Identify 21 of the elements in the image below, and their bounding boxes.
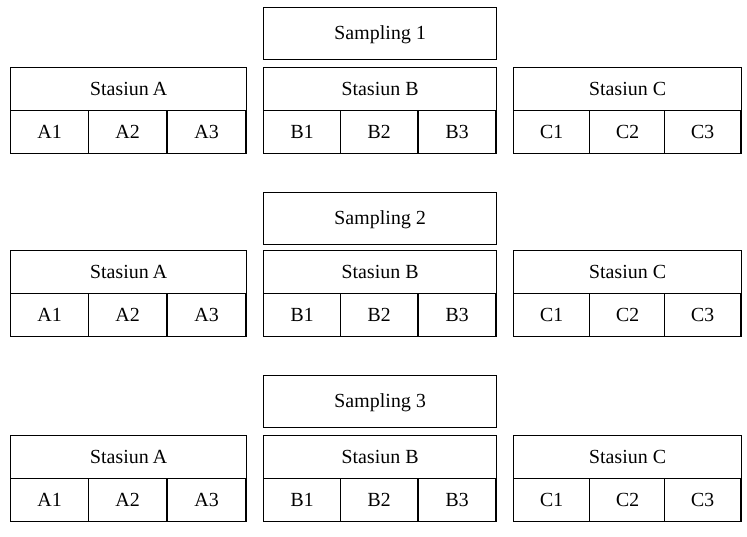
- sample-point-cell: C3: [664, 110, 741, 154]
- sample-point-cell: B3: [418, 110, 496, 154]
- sample-point-cell: B3: [418, 478, 496, 522]
- sampling-title-box: Sampling 3: [263, 375, 497, 428]
- sample-point-cell: C3: [664, 478, 741, 522]
- sample-point-cell: B3: [418, 293, 496, 337]
- sample-point-cell: C3: [664, 293, 741, 337]
- sample-point-cell: A3: [167, 478, 246, 522]
- station-box: [263, 67, 497, 154]
- sample-point-cell: A3: [167, 110, 246, 154]
- sampling-title-box: Sampling 2: [263, 192, 497, 245]
- station-box: [513, 67, 742, 154]
- station-box: [263, 250, 497, 337]
- station-box: [263, 435, 497, 522]
- station-box: [10, 435, 247, 522]
- station-box: [10, 67, 247, 154]
- station-box: [513, 435, 742, 522]
- sampling-title-box: Sampling 1: [263, 7, 497, 60]
- sample-point-cell: A3: [167, 293, 246, 337]
- station-box: [10, 250, 247, 337]
- station-box: [513, 250, 742, 337]
